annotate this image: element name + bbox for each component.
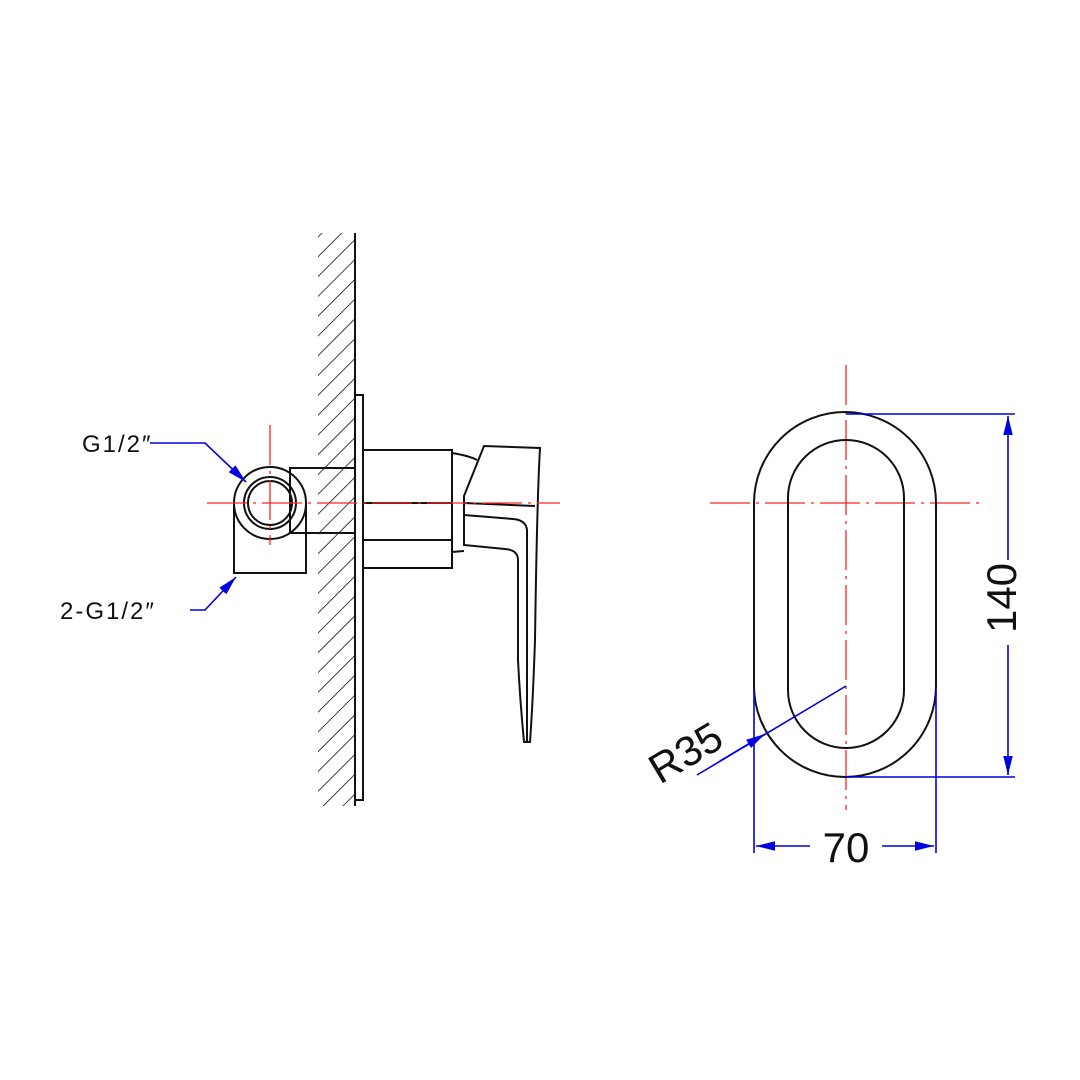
front-view (753, 411, 937, 778)
dimensions (150, 413, 1015, 853)
valve-body (362, 449, 453, 569)
cover-plate (354, 394, 364, 801)
radius-dimension: R35 (640, 713, 730, 793)
wall-hatch (318, 233, 355, 806)
cover-plate-inner (787, 439, 905, 749)
handle (451, 444, 542, 743)
inlet-label: G1/2″ (82, 431, 153, 458)
height-dimension: 140 (978, 563, 1025, 633)
outlets-label: 2-G1/2″ (60, 598, 156, 625)
outlet-block (233, 503, 307, 574)
cover-plate-outer (753, 411, 937, 778)
side-view (233, 233, 542, 806)
inlet-pipe (289, 467, 356, 534)
width-dimension: 70 (823, 824, 870, 871)
